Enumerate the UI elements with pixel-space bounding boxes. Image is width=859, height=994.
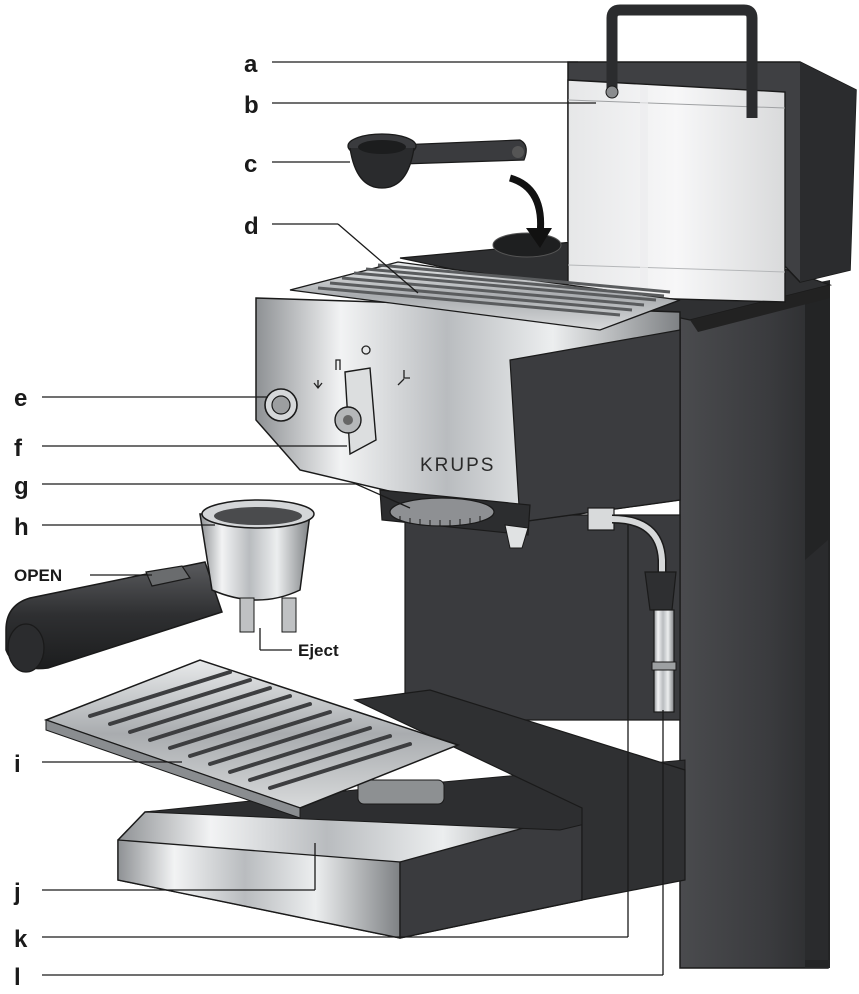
- insert-arrow: [508, 174, 552, 248]
- label-a: a: [244, 51, 258, 78]
- leader-lines: [42, 61, 664, 976]
- cup-warming-plate: [289, 261, 681, 331]
- label-open: OPEN: [14, 566, 62, 585]
- label-d: d: [244, 213, 259, 240]
- label-i: i: [14, 751, 21, 778]
- drip-grid[interactable]: [43, 659, 461, 819]
- tank-handle[interactable]: [605, 4, 758, 118]
- open-latch[interactable]: [145, 565, 191, 587]
- label-h: h: [14, 514, 29, 541]
- label-j: j: [13, 879, 21, 906]
- steam-nozzle[interactable]: [587, 507, 677, 713]
- control-panel: [255, 297, 681, 523]
- base: [352, 689, 686, 901]
- label-eject: Eject: [298, 641, 339, 660]
- label-l: l: [14, 964, 21, 991]
- label-k: k: [14, 926, 28, 953]
- filter-holder[interactable]: [5, 499, 315, 673]
- selector-knob[interactable]: [334, 367, 377, 456]
- label-e: e: [14, 385, 27, 412]
- label-b: b: [244, 92, 259, 119]
- measuring-spoon[interactable]: [347, 133, 527, 189]
- label-g: g: [14, 473, 29, 500]
- brand-logo: KRUPS: [420, 455, 495, 476]
- power-button[interactable]: [264, 388, 298, 422]
- label-f: f: [14, 435, 23, 462]
- selector-symbols: [313, 345, 410, 390]
- brew-head: [379, 489, 531, 549]
- label-c: c: [244, 151, 257, 178]
